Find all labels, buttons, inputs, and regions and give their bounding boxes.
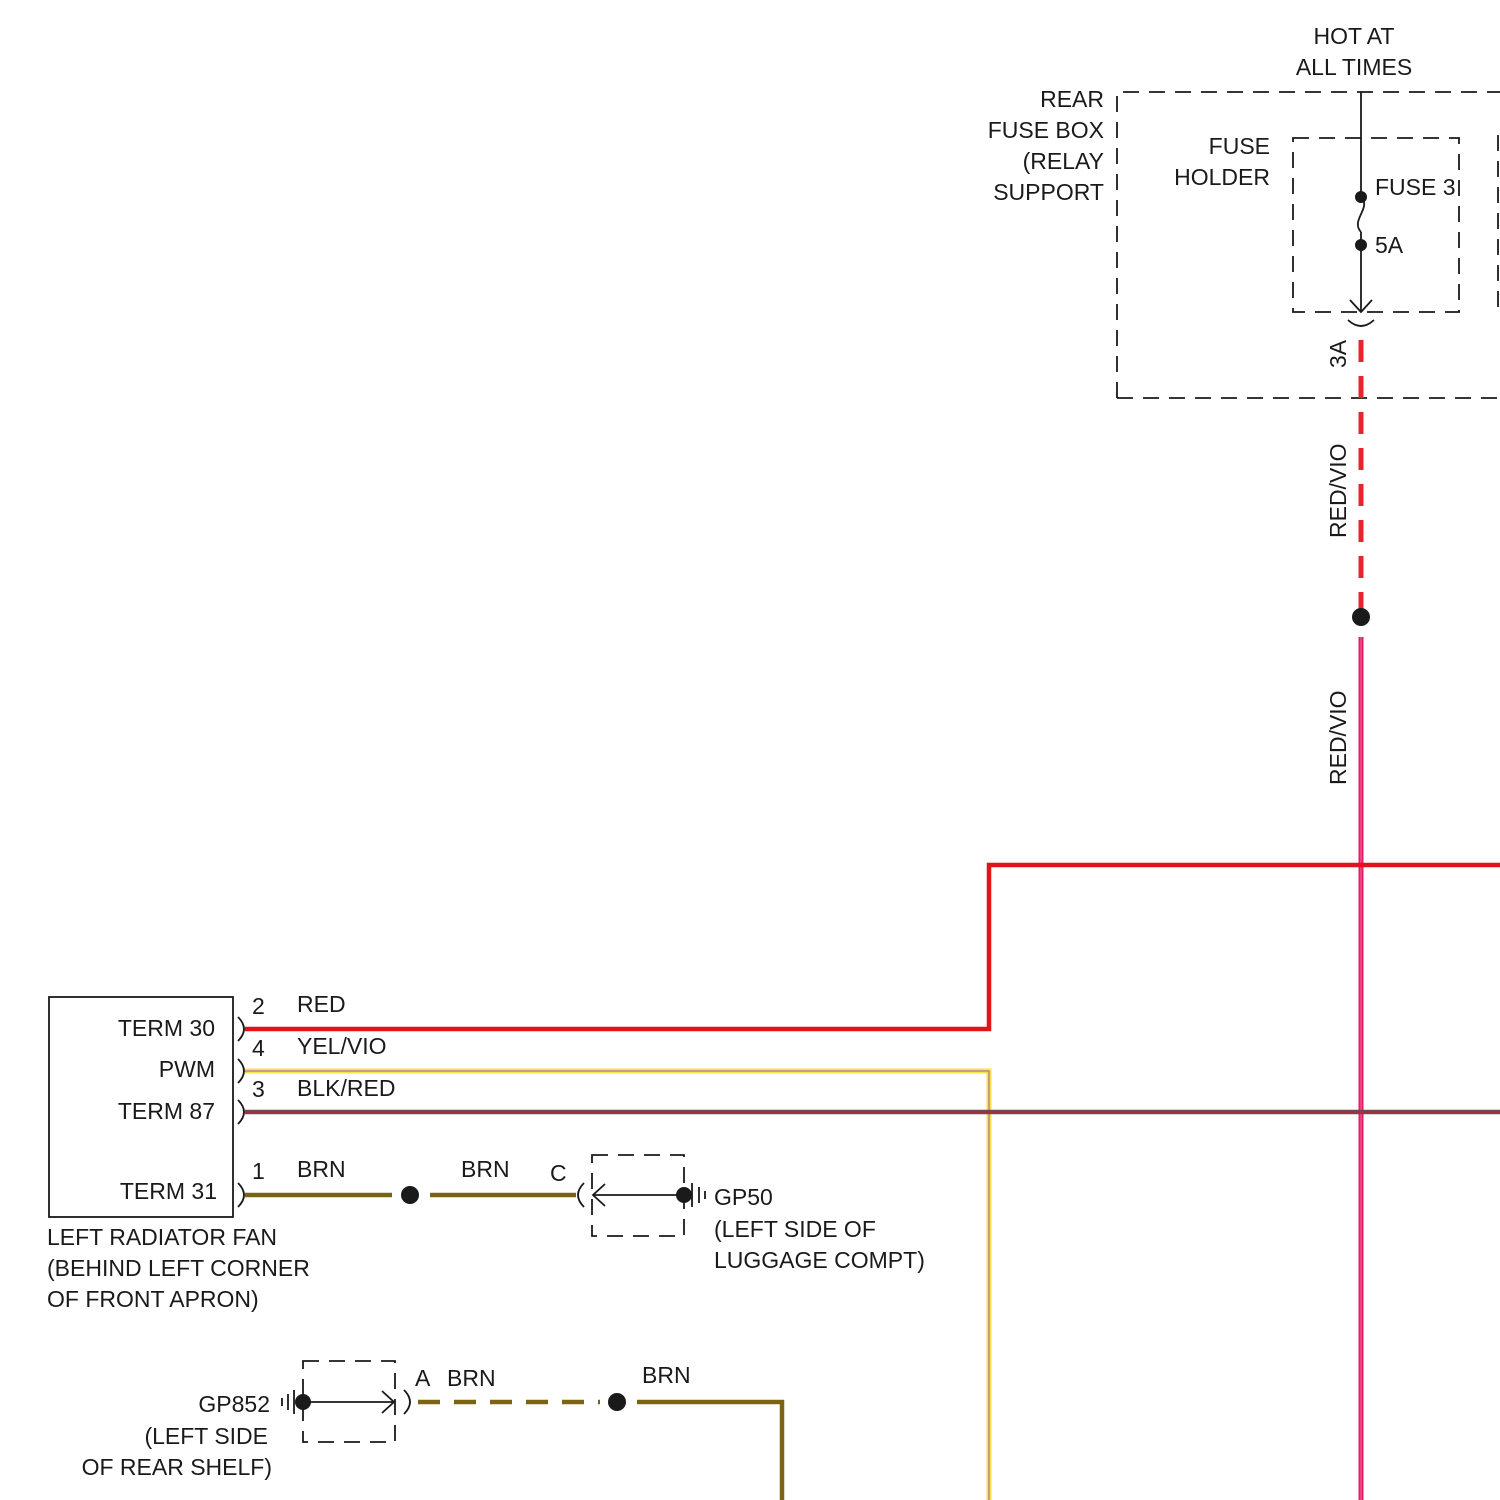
brn-wire-3: [637, 1402, 782, 1500]
all-times-label: ALL TIMES: [1296, 54, 1412, 80]
gp852-ground-icon: [282, 1390, 294, 1414]
gp852-name: GP852: [198, 1391, 270, 1417]
pin-4-label: 4: [252, 1035, 265, 1061]
brn-label-4: BRN: [642, 1362, 691, 1388]
left-radiator-fan: TERM 30 PWM TERM 87 TERM 31 2 4 3 1 LEFT…: [47, 993, 310, 1312]
fuse-box-name-1: REAR: [1040, 86, 1104, 112]
pin-4-connector-icon: [238, 1059, 244, 1083]
pin-2-connector-icon: [238, 1017, 244, 1041]
fuse-box-name-2: FUSE BOX: [988, 117, 1104, 143]
red-vio-circuit: RED/VIO RED/VIO: [1325, 340, 1370, 1500]
fuse-terminal-bottom: [1355, 239, 1367, 251]
gp50-connector-icon: [578, 1183, 584, 1207]
splice-red-vio: [1352, 608, 1370, 626]
ground-gp50: C GP50 (LEFT SIDE OF LUGGAGE COMPT): [550, 1155, 925, 1273]
fuse-terminal-top: [1355, 191, 1367, 203]
pin-1-connector-icon: [238, 1183, 244, 1207]
gp50-location-1: (LEFT SIDE OF: [714, 1216, 876, 1242]
fuse-holder-outline: [1293, 138, 1459, 312]
pin-2-label: 2: [252, 993, 265, 1019]
gp50-connector-label: C: [550, 1160, 567, 1186]
fuse-label: FUSE 3: [1375, 174, 1456, 200]
gp852-connector-label: A: [415, 1365, 431, 1391]
gp852-location-2: OF REAR SHELF): [82, 1454, 272, 1480]
term-30-label: TERM 30: [118, 1015, 215, 1041]
gp50-name: GP50: [714, 1184, 773, 1210]
red-label: RED: [297, 991, 346, 1017]
gp852-location-1: (LEFT SIDE: [144, 1423, 268, 1449]
gp50-ground-point: [676, 1187, 692, 1203]
brn-label-3: BRN: [447, 1365, 496, 1391]
gp50-ground-icon: [692, 1183, 705, 1207]
pin-3-label: 3: [252, 1076, 265, 1102]
yel-vio-label: YEL/VIO: [297, 1033, 386, 1059]
red-vio-label-lower: RED/VIO: [1325, 690, 1351, 785]
fan-name-1: LEFT RADIATOR FAN: [47, 1224, 277, 1250]
fuse-holder-label-2: HOLDER: [1174, 164, 1270, 190]
splice-brn-2: [608, 1393, 626, 1411]
brn-label-2: BRN: [461, 1156, 510, 1182]
fuse-holder-label-1: FUSE: [1209, 133, 1270, 159]
rear-fuse-box: HOT AT ALL TIMES REAR FUSE BOX (RELAY SU…: [988, 23, 1500, 398]
fuse-box-name-4: SUPPORT: [993, 179, 1104, 205]
red-vio-label-upper: RED/VIO: [1325, 443, 1351, 538]
connector-3a-icon: [1348, 320, 1374, 326]
pin-3-connector-icon: [238, 1100, 244, 1124]
fuse-box-name-3: (RELAY: [1023, 148, 1104, 174]
fan-name-2: (BEHIND LEFT CORNER: [47, 1255, 310, 1281]
gp852-connector-icon: [404, 1390, 410, 1414]
fuse-rating: 5A: [1375, 232, 1404, 258]
splice-brn-1: [401, 1186, 419, 1204]
fan-name-3: OF FRONT APRON): [47, 1286, 259, 1312]
red-wire: [245, 865, 1500, 1029]
yel-vio-wire: [245, 1071, 989, 1500]
term-31-label: TERM 31: [120, 1178, 217, 1204]
blk-red-label: BLK/RED: [297, 1075, 395, 1101]
hot-at-label: HOT AT: [1314, 23, 1395, 49]
ground-gp852: A BRN BRN GP852 (LEFT SIDE OF REAR SHELF…: [82, 1361, 782, 1500]
brn-label-1: BRN: [297, 1156, 346, 1182]
gp50-arrow-icon: [593, 1184, 684, 1206]
term-87-label: TERM 87: [118, 1098, 215, 1124]
gp50-location-2: LUGGAGE COMPT): [714, 1247, 925, 1273]
gp852-arrow-icon: [303, 1391, 394, 1413]
pin-1-label: 1: [252, 1158, 265, 1184]
connector-3a-label: 3A: [1325, 339, 1351, 368]
pwm-label: PWM: [159, 1056, 215, 1082]
yel-vio-tracer: [245, 1071, 989, 1500]
